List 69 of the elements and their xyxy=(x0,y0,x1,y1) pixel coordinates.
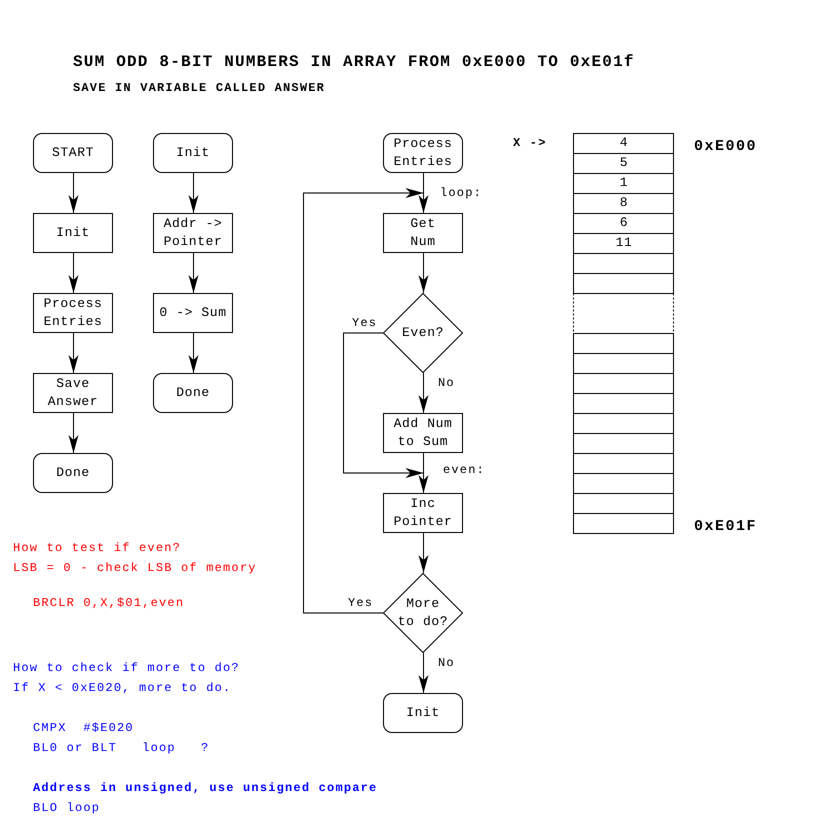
flow-arrow xyxy=(68,412,78,454)
decision-text: Even? xyxy=(402,324,444,342)
diagram-title: SUM ODD 8-BIT NUMBERS IN ARRAY FROM 0xE000 TO 0xE01f xyxy=(73,52,635,72)
cell-value: 11 xyxy=(616,234,632,252)
step-text: 0 -> Sum xyxy=(159,304,227,322)
step-text: Save Answer xyxy=(46,375,100,411)
flow-arrow xyxy=(418,452,428,494)
flow-arrow xyxy=(343,332,424,478)
code-label: even: xyxy=(443,462,486,479)
step-text: START xyxy=(52,144,94,162)
address-label: 0xE000 xyxy=(694,138,758,156)
terminal-box xyxy=(383,133,463,173)
step-text: Init xyxy=(56,224,90,242)
decision-diamond xyxy=(383,293,463,373)
step-text: Get Num xyxy=(409,215,437,251)
cell-value: 4 xyxy=(620,134,628,152)
process-box xyxy=(33,293,113,333)
note-text: LSB = 0 - check LSB of memory xyxy=(13,560,257,577)
subtitle: SAVE IN VARIABLE CALLED ANSWER xyxy=(73,80,326,97)
step-text: Init xyxy=(406,704,440,722)
flow-arrow xyxy=(188,172,198,214)
flow-arrow xyxy=(418,652,428,694)
terminal-box xyxy=(153,373,233,413)
address-label: 0xE01F xyxy=(694,518,758,536)
process-box xyxy=(383,493,463,533)
flow-arrow xyxy=(68,332,78,374)
code-line: CMPX #$E020 xyxy=(33,720,134,737)
process-box xyxy=(33,213,113,253)
code-line: BLO loop xyxy=(33,800,100,817)
cell-value: 6 xyxy=(620,214,628,232)
step-text: Inc Pointer xyxy=(392,495,454,531)
note-text: How to test if even? xyxy=(13,540,182,557)
decision-diamond xyxy=(383,573,463,653)
step-text: Init xyxy=(176,144,210,162)
step-text: Done xyxy=(176,384,210,402)
process-box xyxy=(153,293,233,333)
step-text: Done xyxy=(56,464,90,482)
pointer-label: X -> xyxy=(513,135,547,152)
flow-arrow xyxy=(68,252,78,294)
cell-value: 5 xyxy=(620,154,628,172)
flow-arrow xyxy=(188,252,198,294)
flow-arrow xyxy=(418,532,428,574)
flow-arrow xyxy=(188,332,198,374)
process-box xyxy=(383,213,463,253)
terminal-box xyxy=(383,693,463,733)
note-text: If X < 0xE020, more to do. xyxy=(13,680,232,697)
step-text: Process Entries xyxy=(392,135,454,171)
flow-arrow xyxy=(418,252,428,294)
terminal-box xyxy=(33,133,113,173)
terminal-box xyxy=(33,453,113,493)
cell-value: 8 xyxy=(620,194,628,212)
flow-arrow xyxy=(68,172,78,214)
step-text: Add Num to Sum xyxy=(392,415,454,451)
note-text: Address in unsigned, use unsigned compare xyxy=(33,780,378,797)
note-text: How to check if more to do? xyxy=(13,660,240,677)
code-line: BL0 or BLT loop ? xyxy=(33,740,210,757)
cell-value: 1 xyxy=(620,174,628,192)
flow-arrow xyxy=(418,372,428,414)
decision-text: More to do? xyxy=(396,595,450,631)
process-box xyxy=(33,373,113,413)
code-line: BRCLR 0,X,$01,even xyxy=(33,595,184,612)
flow-arrow xyxy=(418,172,428,214)
code-label: loop: xyxy=(440,185,482,202)
step-text: Addr -> Pointer xyxy=(162,215,224,251)
process-box xyxy=(383,413,463,453)
flow-arrow xyxy=(303,188,424,614)
terminal-box xyxy=(153,133,233,173)
step-text: Process Entries xyxy=(42,295,104,331)
process-box xyxy=(153,213,233,253)
